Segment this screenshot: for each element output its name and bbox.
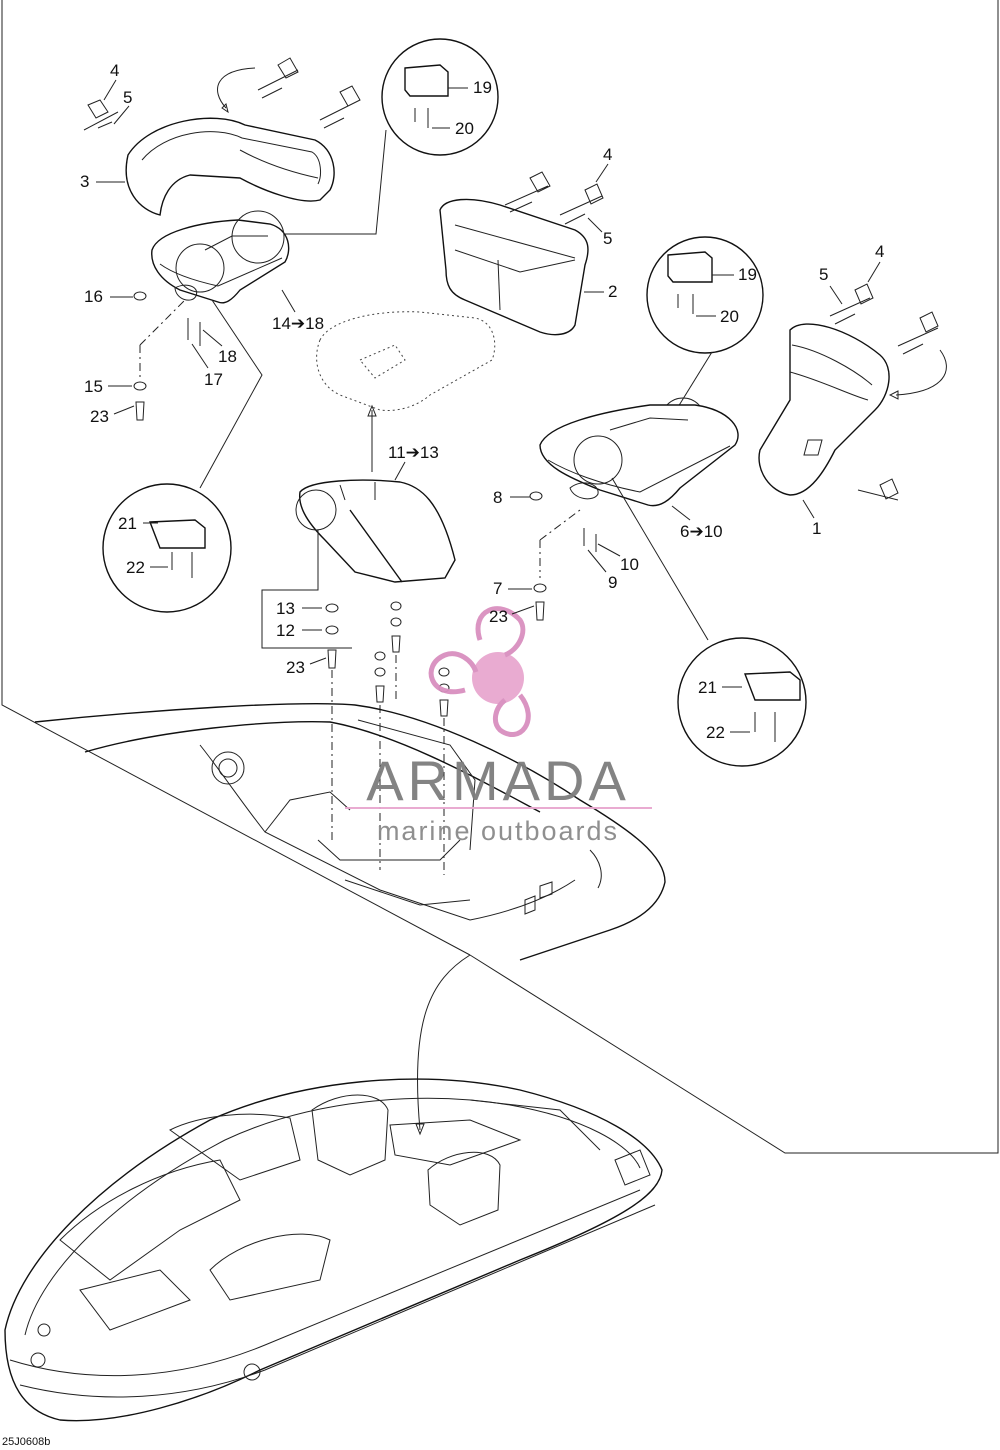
callout-13: 13 <box>276 599 295 618</box>
callout-23-console: 23 <box>286 658 305 677</box>
part-2-backrest-center <box>439 198 589 336</box>
watermark-title: ARMADA <box>366 749 630 812</box>
callout-9: 9 <box>608 573 617 592</box>
part-14-18-seat-base-left <box>151 219 290 304</box>
callout-6-10: 6➔10 <box>680 522 723 541</box>
callout-20-right: 20 <box>720 307 739 326</box>
callout-19-right: 19 <box>738 265 757 284</box>
callout-3: 3 <box>80 172 89 191</box>
callout-5-center: 5 <box>603 229 612 248</box>
callout-4-center: 4 <box>603 145 612 164</box>
propeller-logo <box>428 606 531 737</box>
boat-hull-closeup <box>34 702 666 961</box>
callout-arrow-to-boat <box>415 954 471 1136</box>
callout-5: 5 <box>123 88 132 107</box>
callout-17: 17 <box>204 370 223 389</box>
callout-22-left: 22 <box>126 558 145 577</box>
detail-circle-19-20-upper <box>175 38 499 293</box>
callout-19: 19 <box>473 78 492 97</box>
detail-circle-21-22-right <box>677 637 807 767</box>
figure-code: 25J0608b <box>2 1436 51 1448</box>
callout-2: 2 <box>608 282 617 301</box>
callout-11-13: 11➔13 <box>388 443 439 462</box>
callout-18: 18 <box>218 347 237 366</box>
callout-23-left: 23 <box>90 407 109 426</box>
callout-4-right: 4 <box>875 242 884 261</box>
callout-5-right: 5 <box>819 265 828 284</box>
callout-20: 20 <box>455 119 474 138</box>
center-console-box <box>261 479 456 840</box>
callout-7: 7 <box>493 579 502 598</box>
part-3-backrest-left <box>125 117 335 216</box>
callout-23-center: 23 <box>489 607 508 626</box>
callout-8: 8 <box>493 488 502 507</box>
callout-21-left: 21 <box>118 514 137 533</box>
callout-16: 16 <box>84 287 103 306</box>
callout-14-18: 14➔18 <box>272 314 324 333</box>
detail-circle-21-22-left <box>102 299 263 613</box>
boat-full-view <box>4 1078 663 1422</box>
callout-1: 1 <box>812 519 821 538</box>
part-1-backrest-right <box>758 323 890 496</box>
callout-21-right: 21 <box>698 678 717 697</box>
callout-15: 15 <box>84 377 103 396</box>
callout-22-right: 22 <box>706 723 725 742</box>
watermark-subtitle: marine outboards <box>377 816 619 846</box>
callout-labels: 4 5 3 19 20 16 14➔18 18 17 15 23 4 5 2 1… <box>80 61 884 742</box>
panel-border <box>1 0 999 1154</box>
hardware-left-stack <box>133 284 201 421</box>
clip-hardware-1 <box>829 283 947 501</box>
callout-12: 12 <box>276 621 295 640</box>
clip-hardware-3 <box>83 57 361 131</box>
part-6-10-seat-base-right <box>529 404 739 641</box>
callout-10: 10 <box>620 555 639 574</box>
clip-hardware-2 <box>504 171 604 225</box>
armada-watermark: ARMADA marine outboards <box>345 606 652 846</box>
hardware-center-columns <box>374 601 450 875</box>
part-11-13-center-cushion <box>316 311 496 472</box>
callout-4: 4 <box>110 61 119 80</box>
